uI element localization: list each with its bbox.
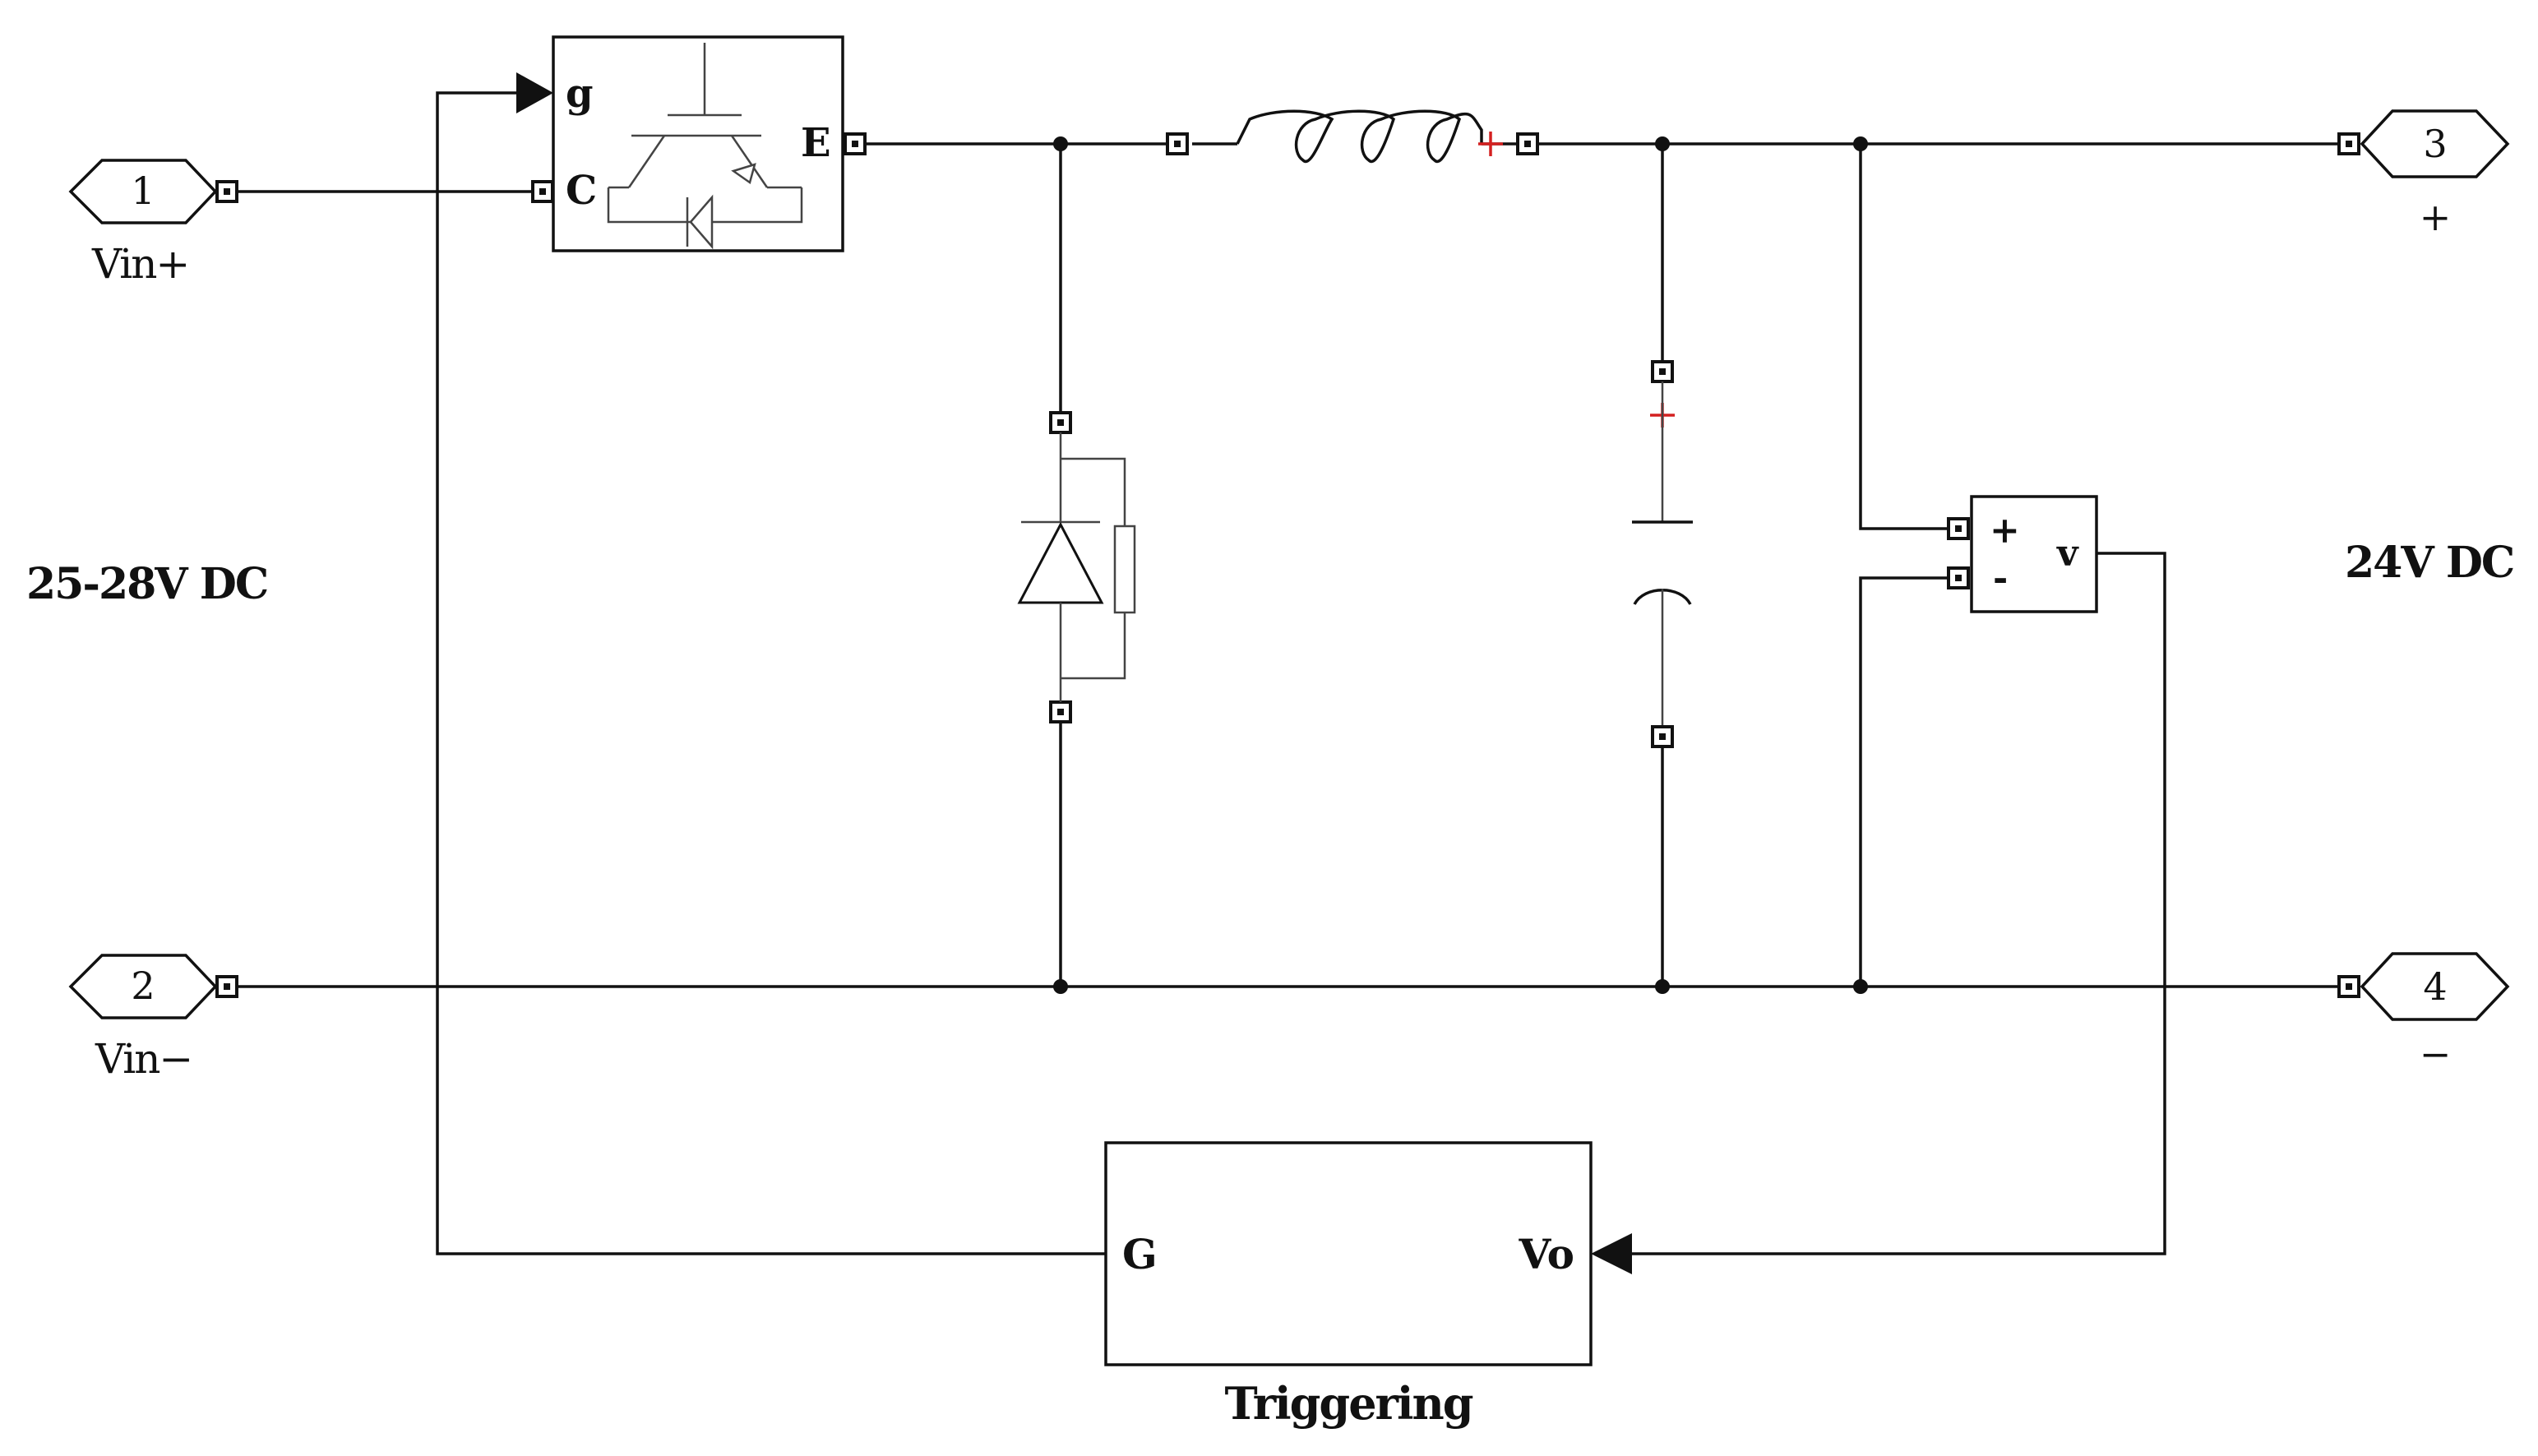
voltmeter-plus-connector-dot (1955, 525, 1962, 532)
junctions (1053, 136, 1868, 994)
output-capacitor[interactable] (1632, 360, 1693, 748)
wire-trigger-to-gate (436, 91, 1106, 1255)
diode-bottom-connector-dot (1057, 709, 1064, 715)
port-4-connector-dot (2346, 983, 2352, 990)
igbt-box (552, 35, 844, 252)
junction-dot (1853, 136, 1868, 151)
port-1-connector-dot (224, 188, 230, 195)
port-3-label: + (2420, 195, 2452, 239)
junction-dot (1053, 979, 1068, 994)
inductor-left-connector-dot (1174, 141, 1181, 147)
port-4-number: 4 (2423, 964, 2447, 1009)
capacitor-bottom-connector[interactable] (1651, 725, 1674, 748)
voltmeter-minus-label: - (1993, 557, 2008, 599)
port-3[interactable]: 3 + (2337, 109, 2510, 239)
inductor-left-connector[interactable] (1166, 132, 1189, 155)
output-voltage-label: 24V DC (2345, 538, 2513, 588)
wire-voltmeter-to-trigger (1632, 552, 2166, 1255)
igbt-collector-label: C (566, 168, 597, 214)
capacitor-icon (1632, 381, 1693, 727)
voltmeter-minus-connector-dot (1955, 575, 1962, 581)
inductor-coil-icon (1236, 109, 1517, 164)
voltage-sensor[interactable]: + - v (1947, 495, 2098, 613)
trigger-input-arrow-icon (1591, 1233, 1632, 1274)
igbt-symbol-icon (607, 43, 803, 250)
input-voltage-label: 25-28V DC (26, 559, 267, 609)
igbt-switch[interactable]: g C E (516, 35, 867, 252)
port-1-label: Vin+ (91, 240, 188, 288)
port-2-number: 2 (131, 964, 155, 1008)
igbt-collector-connector-dot (539, 188, 546, 195)
capacitor-bottom-connector-dot (1659, 733, 1666, 740)
inductor-polarity-mark (1478, 132, 1503, 156)
port-1-connector[interactable] (215, 180, 238, 203)
voltmeter-output-label: v (2056, 533, 2079, 575)
port-2-connector-dot (224, 983, 230, 990)
capacitor-top-connector-dot (1659, 368, 1666, 375)
igbt-emitter-label: E (801, 120, 831, 166)
port-1-number: 1 (131, 169, 155, 213)
junction-dot (1053, 136, 1068, 151)
port-4[interactable]: 4 − (2337, 952, 2510, 1076)
igbt-emitter-connector-dot (852, 141, 858, 147)
port-2-label: Vin− (95, 1035, 192, 1083)
igbt-gate-label: g (566, 71, 594, 117)
junction-dot (1853, 979, 1868, 994)
port-3-number: 3 (2423, 122, 2447, 166)
port-2[interactable]: 2 Vin− (68, 954, 238, 1083)
inductor-right-connector-dot (1524, 141, 1531, 147)
wire-voltmeter-plus (1859, 144, 1949, 530)
trigger-in-label: Vo (1518, 1230, 1574, 1278)
trigger-out-label: G (1122, 1230, 1158, 1278)
voltmeter-box (1970, 495, 2098, 613)
wire-voltmeter-minus (1859, 576, 1949, 987)
voltmeter-plus-label: + (1990, 510, 2020, 552)
trigger-caption: Triggering (1224, 1377, 1472, 1430)
port-4-label: − (2420, 1032, 2452, 1076)
inductor[interactable] (1166, 109, 1539, 164)
diode-top-connector-dot (1057, 419, 1064, 426)
junction-dot (1655, 979, 1670, 994)
junction-dot (1655, 136, 1670, 151)
diode-icon (1017, 432, 1104, 702)
port-4-hexagon (2360, 952, 2510, 1021)
port-1[interactable]: 1 Vin+ (68, 159, 238, 288)
freewheel-diode[interactable] (1017, 411, 1136, 723)
snubber-resistor-icon (1061, 457, 1136, 680)
port-3-hexagon (2360, 109, 2510, 178)
gate-arrow-icon (516, 72, 553, 113)
port-3-connector-dot (2346, 141, 2352, 147)
triggering-block[interactable]: G Vo Triggering (1104, 1141, 1632, 1430)
wires (230, 91, 2339, 1255)
